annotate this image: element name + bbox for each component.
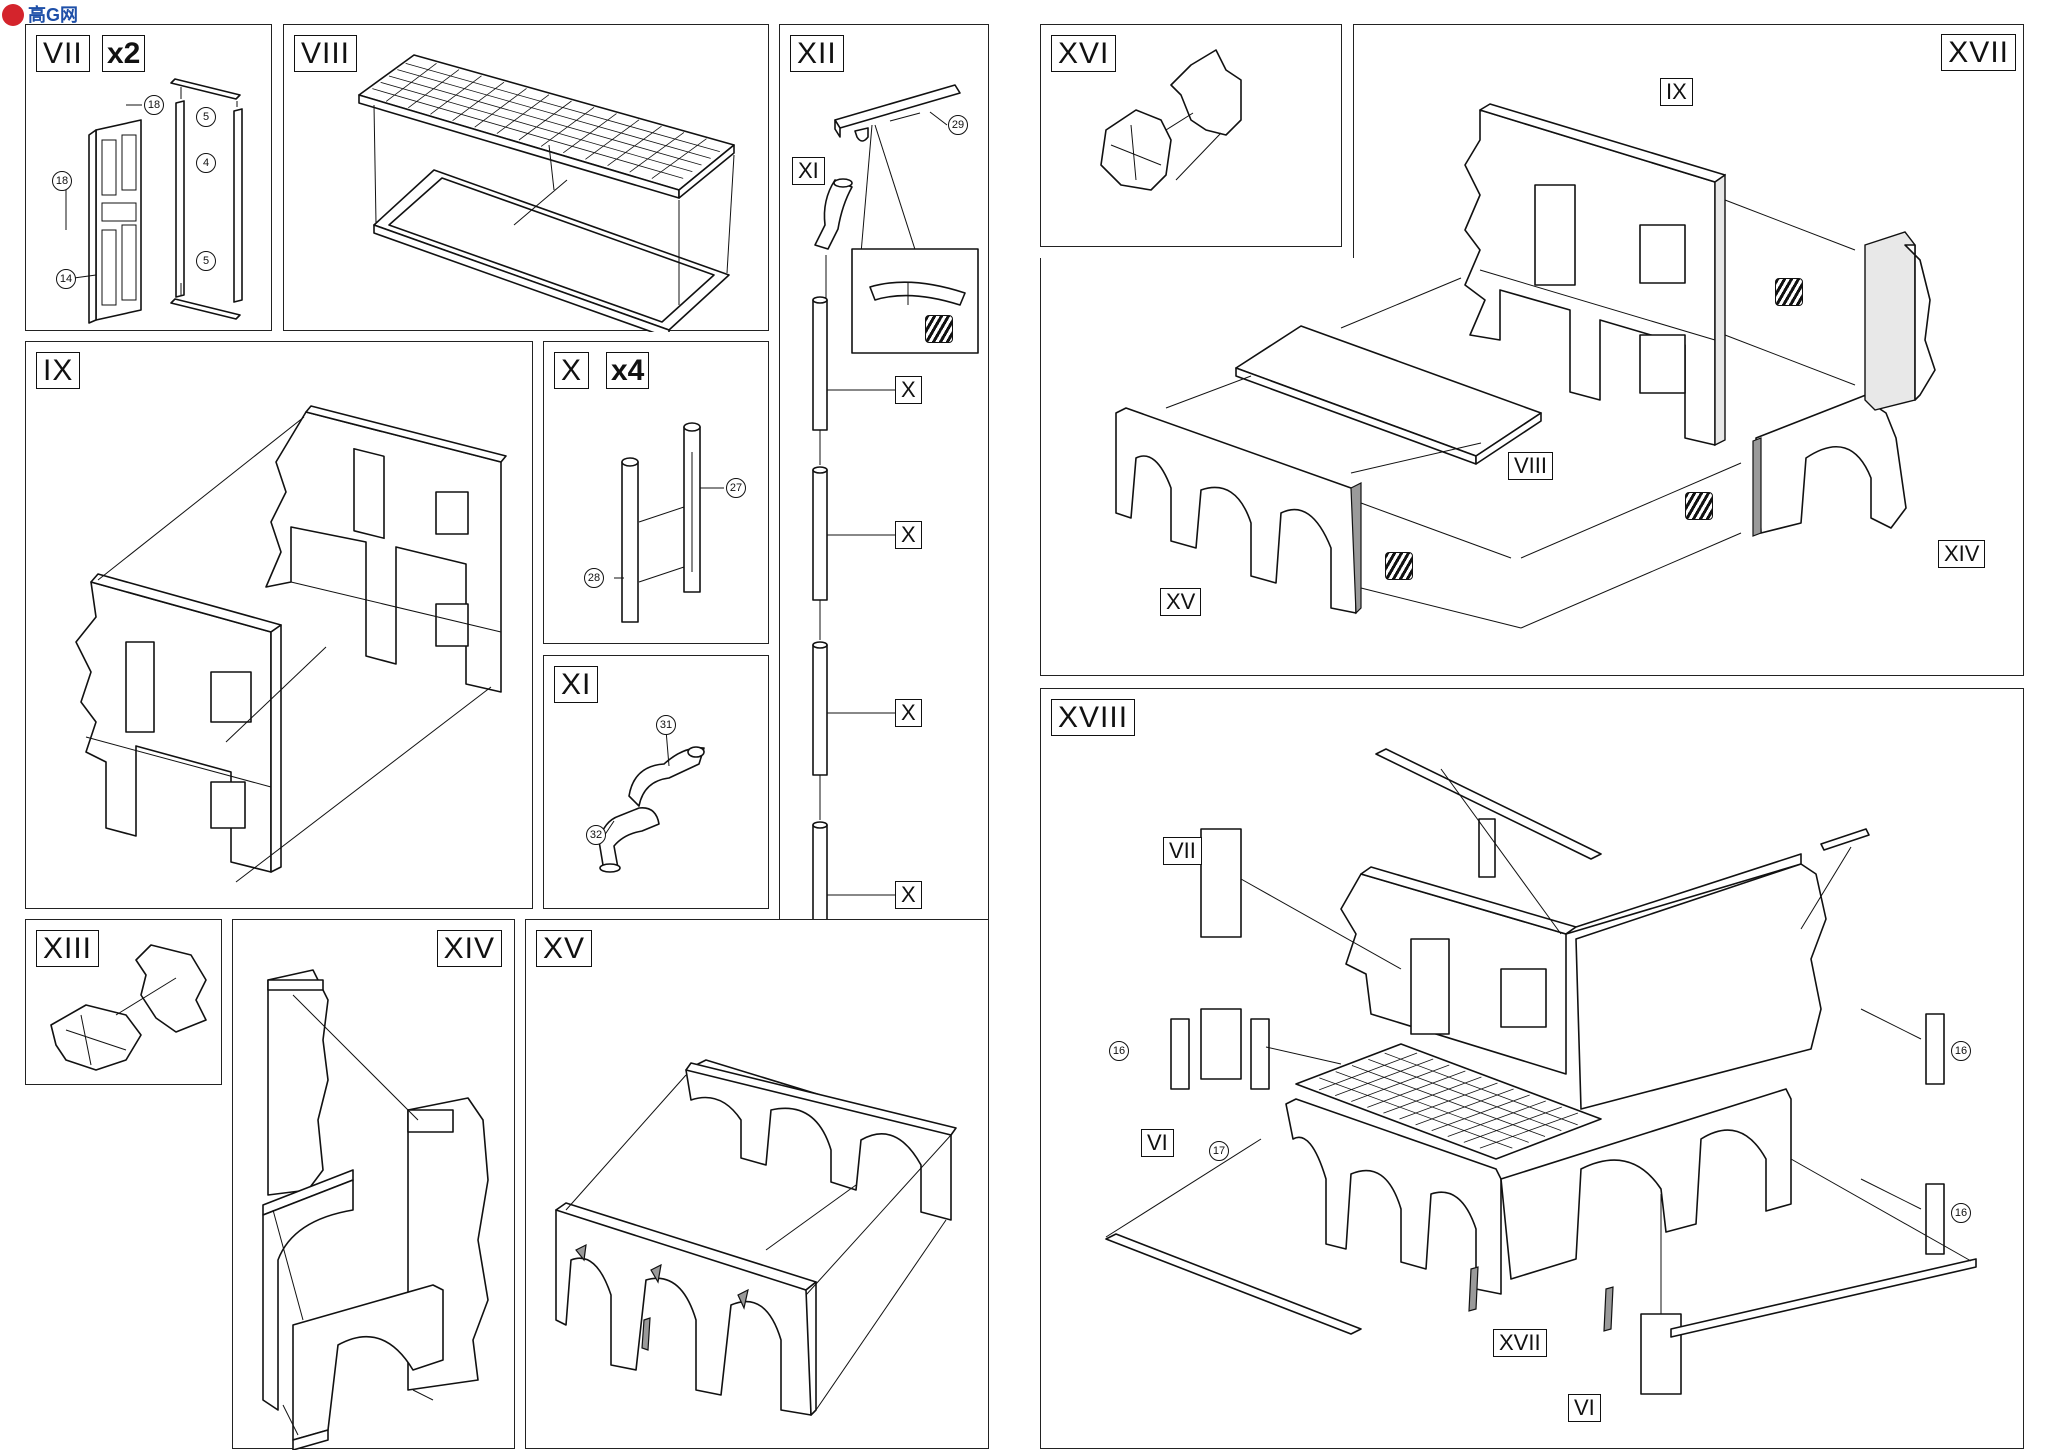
watermark-icon (2, 4, 24, 26)
part-tag: VI (1141, 1129, 1174, 1157)
part-number: 32 (586, 825, 606, 845)
part-tag: VI (1568, 1394, 1601, 1422)
pipe-halves-drawing (614, 422, 724, 623)
part-number: 18 (144, 95, 164, 115)
glue-tube-icon (925, 315, 953, 343)
panel-ix: IX (25, 341, 533, 909)
elbow-pipe-drawing (598, 729, 705, 873)
panel-viii: VIII (283, 24, 769, 332)
panel-label: XIII (36, 930, 100, 967)
panel-xii: XII (779, 24, 989, 1059)
part-tag: X (895, 376, 922, 404)
rubble-piece-drawing (50, 944, 207, 1071)
panel-label: XVI (1051, 35, 1117, 72)
arch-wall-assembly-drawing (262, 969, 489, 1450)
panel-xv: XV (525, 919, 989, 1449)
panel-xiii: XIII (25, 919, 222, 1085)
part-tag: X (895, 699, 922, 727)
rubble-corner-drawing (1100, 49, 1242, 191)
panel-label: XV (536, 930, 593, 967)
panel-xiv: XIV (232, 919, 515, 1450)
panel-vii: VII x2 18 18 5 4 5 14 (25, 24, 272, 331)
multiplier-badge: x2 (102, 35, 146, 72)
part-number: 27 (726, 478, 746, 498)
panel-label: IX (36, 352, 81, 389)
glue-tube-icon (1685, 492, 1713, 520)
part-tag: X (895, 521, 922, 549)
panel-label: XII (790, 35, 844, 72)
panel-label: VIII (294, 35, 358, 72)
door-assembly-drawing (65, 78, 243, 324)
part-tag: VIII (1508, 452, 1554, 480)
part-tag: IX (1660, 78, 1693, 106)
part-number: 14 (56, 269, 76, 289)
part-tag: XI (792, 157, 825, 185)
part-tag: XVII (1493, 1329, 1547, 1357)
part-number: 31 (656, 715, 676, 735)
part-tag: XIV (1938, 540, 1986, 568)
multiplier-badge: x4 (606, 352, 650, 389)
watermark-text: 高G网 (28, 5, 79, 25)
part-tag: XV (1160, 588, 1202, 616)
panel-label: XVIII (1051, 699, 1136, 736)
panel-xi: XI 31 32 (543, 655, 769, 909)
panel-x: X x4 27 28 (543, 341, 769, 644)
part-tag: X (895, 881, 922, 909)
glue-tube-icon (1775, 278, 1803, 306)
part-number: 17 (1209, 1141, 1229, 1161)
panel-label: XIV (436, 930, 502, 967)
panel-label: XVII (1941, 34, 2016, 71)
part-number: 16 (1951, 1203, 1971, 1223)
panel-label: XI (554, 666, 599, 703)
panel-label: X (554, 352, 590, 389)
part-number: 28 (584, 568, 604, 588)
floor-assembly-drawing (358, 54, 735, 332)
final-assembly-drawing (1105, 748, 1977, 1395)
panel-xvi: XVI (1040, 24, 1342, 247)
part-number: 18 (52, 171, 72, 191)
panel-xvii (1353, 24, 2024, 258)
wall-assembly-drawing (75, 405, 507, 883)
part-number: 29 (948, 115, 968, 135)
panel-xviii: XVIII (1040, 688, 2024, 1449)
part-number: 5 (196, 107, 216, 127)
part-number: 5 (196, 251, 216, 271)
part-number: 16 (1109, 1041, 1129, 1061)
panel-label: VII (36, 35, 90, 72)
glue-tube-icon (1385, 552, 1413, 580)
part-tag: VII (1163, 837, 1202, 865)
part-number: 16 (1951, 1041, 1971, 1061)
arcade-walls-drawing (555, 1059, 957, 1416)
part-number: 4 (196, 153, 216, 173)
